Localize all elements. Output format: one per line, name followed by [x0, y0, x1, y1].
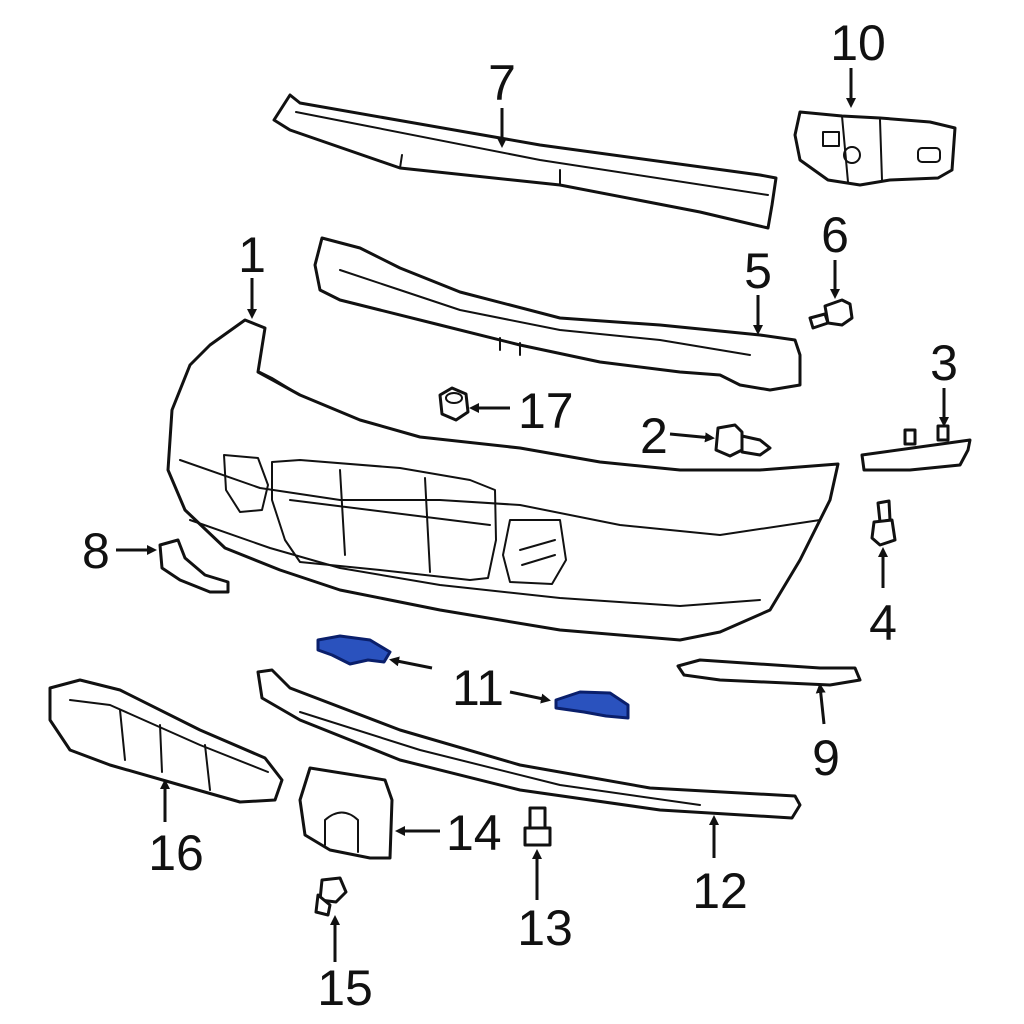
callout-4: 4 — [869, 595, 897, 651]
callout-7: 7 — [488, 55, 516, 111]
callout-16: 16 — [148, 825, 204, 881]
part-3-bracket[interactable] — [860, 424, 972, 472]
part-7-reinforcement-bar[interactable] — [272, 93, 778, 230]
part-9-trim-strip[interactable] — [676, 658, 862, 687]
callout-3: 3 — [930, 335, 958, 391]
part-11-bracket-left[interactable] — [316, 634, 392, 666]
part-5-energy-absorber[interactable] — [313, 236, 802, 392]
part-4-push-pin[interactable] — [870, 499, 897, 547]
part-6-bolt[interactable] — [808, 298, 854, 330]
part-14-license-bracket[interactable] — [298, 766, 394, 860]
part-8-side-bracket[interactable] — [158, 538, 230, 594]
callout-6: 6 — [821, 207, 849, 263]
part-10-bracket[interactable] — [793, 110, 957, 187]
callout-8: 8 — [82, 523, 110, 579]
callout-9: 9 — [812, 730, 840, 786]
callout-14: 14 — [446, 805, 502, 861]
part-13-bolt[interactable] — [523, 806, 552, 847]
callout-17: 17 — [518, 383, 574, 439]
callout-13: 13 — [517, 900, 573, 956]
part-16-grille-insert[interactable] — [48, 678, 284, 804]
callout-2: 2 — [640, 408, 668, 464]
part-15-clip[interactable] — [314, 876, 348, 917]
part-2-bolt[interactable] — [714, 423, 772, 458]
part-12-valance[interactable] — [256, 668, 802, 820]
part-11-bracket-right[interactable] — [554, 690, 630, 720]
callout-15: 15 — [317, 960, 373, 1016]
callout-11: 11 — [452, 660, 504, 716]
callout-1: 1 — [238, 227, 266, 283]
part-1-bumper-cover[interactable] — [166, 318, 840, 642]
callout-5: 5 — [744, 243, 772, 299]
callout-10: 10 — [830, 15, 886, 71]
callout-12: 12 — [692, 863, 748, 919]
part-17-nut[interactable] — [438, 386, 470, 422]
leader-arrows — [116, 68, 949, 962]
